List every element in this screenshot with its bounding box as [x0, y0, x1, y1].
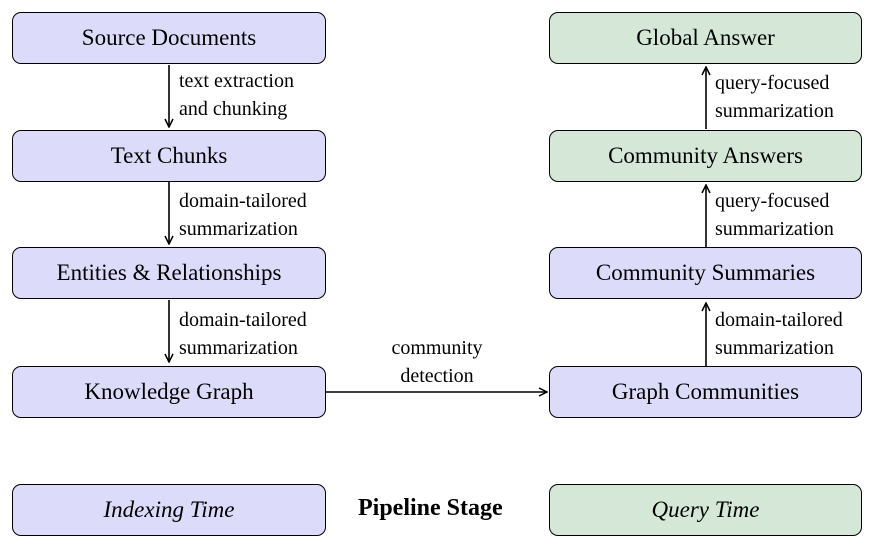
edge-label-line: community	[391, 337, 483, 359]
legend-query-time: Query Time	[549, 484, 862, 536]
knowledge-graph-label: Knowledge Graph	[84, 379, 254, 404]
entities-relationships-label: Entities & Relationships	[56, 260, 282, 285]
community-summaries-node: Community Summaries	[549, 247, 862, 299]
graph-communities-label: Graph Communities	[611, 379, 800, 404]
global-answer-node: Global Answer	[549, 12, 862, 64]
legend-indexing-time: Indexing Time	[12, 484, 326, 536]
text-chunks-node: Text Chunks	[12, 130, 326, 182]
edge-label-line: domain-tailored	[715, 309, 843, 331]
source-documents-label: Source Documents	[81, 25, 257, 50]
edge-label-to-global: query-focused summarization	[715, 69, 834, 125]
edge-label-to-entities: domain-tailored summarization	[179, 187, 307, 243]
edge-label-line: detection	[400, 365, 474, 387]
edge-label-line: query-focused	[715, 72, 830, 94]
community-summaries-label: Community Summaries	[595, 260, 816, 285]
edge-label-line: text extraction	[179, 70, 294, 92]
edge-label-community-detection: community detection	[367, 334, 507, 390]
edge-label-to-summaries: domain-tailored summarization	[715, 306, 843, 362]
edge-label-line: domain-tailored	[179, 309, 307, 331]
text-chunks-label: Text Chunks	[110, 143, 228, 168]
entities-relationships-node: Entities & Relationships	[12, 247, 326, 299]
edge-label-line: summarization	[179, 337, 298, 359]
source-documents-node: Source Documents	[12, 12, 326, 64]
edge-label-line: summarization	[715, 218, 834, 240]
edge-label-line: domain-tailored	[179, 190, 307, 212]
community-answers-node: Community Answers	[549, 130, 862, 182]
graph-communities-node: Graph Communities	[549, 366, 862, 418]
edge-label-line: summarization	[715, 337, 834, 359]
edge-label-to-answers: query-focused summarization	[715, 187, 834, 243]
edge-label-to-graph: domain-tailored summarization	[179, 306, 307, 362]
edge-label-line: summarization	[179, 218, 298, 240]
knowledge-graph-node: Knowledge Graph	[12, 366, 326, 418]
legend-pipeline-stage: Pipeline Stage	[358, 495, 503, 521]
legend-indexing-time-label: Indexing Time	[103, 497, 235, 522]
edge-label-line: summarization	[715, 100, 834, 122]
global-answer-label: Global Answer	[636, 25, 775, 50]
edge-label-line: and chunking	[179, 98, 288, 120]
legend-query-time-label: Query Time	[651, 497, 760, 522]
community-answers-label: Community Answers	[608, 143, 803, 168]
edge-label-extraction: text extraction and chunking	[179, 67, 294, 123]
edge-label-line: query-focused	[715, 190, 830, 212]
